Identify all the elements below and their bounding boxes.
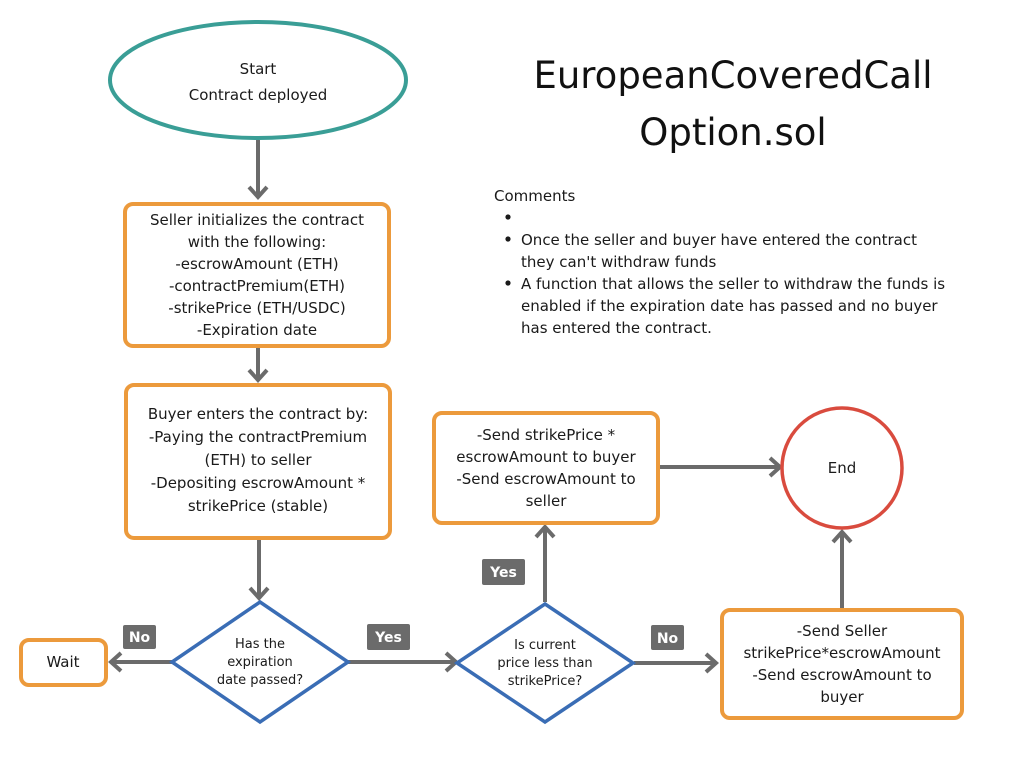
send-seller-line-4: buyer bbox=[820, 688, 864, 706]
send-buyer-line-1: -Send strikePrice * bbox=[477, 426, 616, 444]
send-seller-line-2: strikePrice*escrowAmount bbox=[743, 644, 940, 662]
arrow-send-seller-to-end bbox=[831, 529, 853, 608]
start-line-1: Start bbox=[240, 60, 277, 78]
badge-no-right: No bbox=[651, 625, 684, 650]
send-buyer-line-3: -Send escrowAmount to bbox=[456, 470, 635, 488]
send-buyer-box bbox=[432, 411, 660, 525]
send-seller-node: -Send Seller strikePrice*escrowAmount -S… bbox=[720, 608, 964, 720]
price-line-1: Is current bbox=[514, 638, 576, 653]
init-line-5: -strikePrice (ETH/USDC) bbox=[168, 299, 345, 317]
arrow-decision-to-wait bbox=[108, 651, 172, 673]
buyer-line-4: -Depositing escrowAmount * bbox=[151, 474, 366, 492]
price-line-3: strikePrice? bbox=[508, 674, 583, 689]
price-diamond bbox=[453, 601, 637, 725]
diagram-title: EuropeanCoveredCall Option.sol bbox=[533, 54, 932, 154]
comments-block: Comments Once the seller and buyer have … bbox=[494, 187, 945, 337]
badge-background bbox=[367, 624, 410, 650]
price-decision-node: Is current price less than strikePrice? bbox=[453, 601, 637, 725]
bullet-icon bbox=[505, 236, 511, 242]
comment-item-3-line-3: has entered the contract. bbox=[521, 319, 712, 337]
end-circle bbox=[780, 406, 904, 530]
connectors bbox=[108, 140, 853, 674]
arrow-init-to-buyer bbox=[247, 348, 269, 383]
init-box bbox=[123, 202, 391, 348]
badge-background bbox=[123, 625, 156, 649]
badge-no-wait-label: No bbox=[129, 630, 151, 646]
arrow-buyer-to-decision bbox=[248, 540, 270, 601]
expired-decision-node: Has the expiration date passed? bbox=[168, 599, 352, 725]
bullet-icon bbox=[505, 280, 511, 286]
send-seller-box bbox=[720, 608, 964, 720]
buyer-line-3: (ETH) to seller bbox=[205, 451, 313, 469]
badge-background bbox=[651, 625, 684, 650]
start-ellipse bbox=[108, 20, 408, 140]
init-line-4: -contractPremium(ETH) bbox=[169, 277, 345, 295]
comment-item-3-line-2: enabled if the expiration date has passe… bbox=[521, 297, 938, 315]
edge-labels: No Yes Yes No bbox=[123, 559, 684, 650]
arrow-start-to-init bbox=[247, 140, 269, 200]
comment-item-2-line-2: they can't withdraw funds bbox=[521, 253, 717, 271]
send-buyer-node: -Send strikePrice * escrowAmount to buye… bbox=[432, 411, 660, 525]
expired-line-3: date passed? bbox=[217, 673, 303, 688]
end-label: End bbox=[828, 459, 857, 477]
arrow-decision-to-price bbox=[348, 651, 459, 673]
comments-heading: Comments bbox=[494, 187, 575, 205]
wait-label: Wait bbox=[46, 653, 79, 671]
arrow-send-buyer-to-end bbox=[660, 456, 783, 478]
start-line-2: Contract deployed bbox=[189, 86, 328, 104]
badge-no-wait: No bbox=[123, 625, 156, 649]
badge-no-right-label: No bbox=[657, 631, 679, 647]
expired-diamond bbox=[168, 599, 352, 725]
buyer-node: Buyer enters the contract by: -Paying th… bbox=[124, 383, 392, 540]
buyer-line-5: strikePrice (stable) bbox=[188, 497, 328, 515]
title-line-1: EuropeanCoveredCall bbox=[533, 54, 932, 97]
price-line-2: price less than bbox=[497, 656, 592, 671]
badge-yes-up: Yes bbox=[482, 559, 525, 585]
buyer-line-2: -Paying the contractPremium bbox=[149, 428, 367, 446]
comment-item-3-line-1: A function that allows the seller to wit… bbox=[521, 275, 945, 293]
send-buyer-line-4: seller bbox=[526, 492, 568, 510]
init-node: Seller initializes the contract with the… bbox=[123, 202, 391, 348]
badge-yes-price: Yes bbox=[367, 624, 410, 650]
arrow-price-to-send-seller bbox=[634, 652, 719, 674]
init-line-3: -escrowAmount (ETH) bbox=[175, 255, 338, 273]
init-line-6: -Expiration date bbox=[197, 321, 317, 339]
init-line-1: Seller initializes the contract bbox=[150, 211, 364, 229]
expired-line-2: expiration bbox=[227, 655, 293, 670]
send-seller-line-1: -Send Seller bbox=[797, 622, 888, 640]
badge-yes-price-label: Yes bbox=[374, 630, 402, 646]
init-line-2: with the following: bbox=[188, 233, 326, 251]
send-buyer-line-2: escrowAmount to buyer bbox=[456, 448, 636, 466]
badge-background bbox=[482, 559, 525, 585]
end-node: End bbox=[780, 406, 904, 530]
buyer-line-1: Buyer enters the contract by: bbox=[148, 405, 368, 423]
buyer-box bbox=[124, 383, 392, 540]
badge-yes-up-label: Yes bbox=[489, 565, 517, 581]
comment-item-2-line-1: Once the seller and buyer have entered t… bbox=[521, 231, 917, 249]
wait-box bbox=[19, 638, 108, 687]
wait-node: Wait bbox=[19, 638, 108, 687]
start-node: Start Contract deployed bbox=[108, 20, 408, 140]
expired-line-1: Has the bbox=[235, 637, 285, 652]
bullet-icon bbox=[505, 214, 511, 220]
arrow-price-to-send-buyer bbox=[534, 524, 556, 602]
title-line-2: Option.sol bbox=[639, 111, 826, 154]
send-seller-line-3: -Send escrowAmount to bbox=[752, 666, 931, 684]
